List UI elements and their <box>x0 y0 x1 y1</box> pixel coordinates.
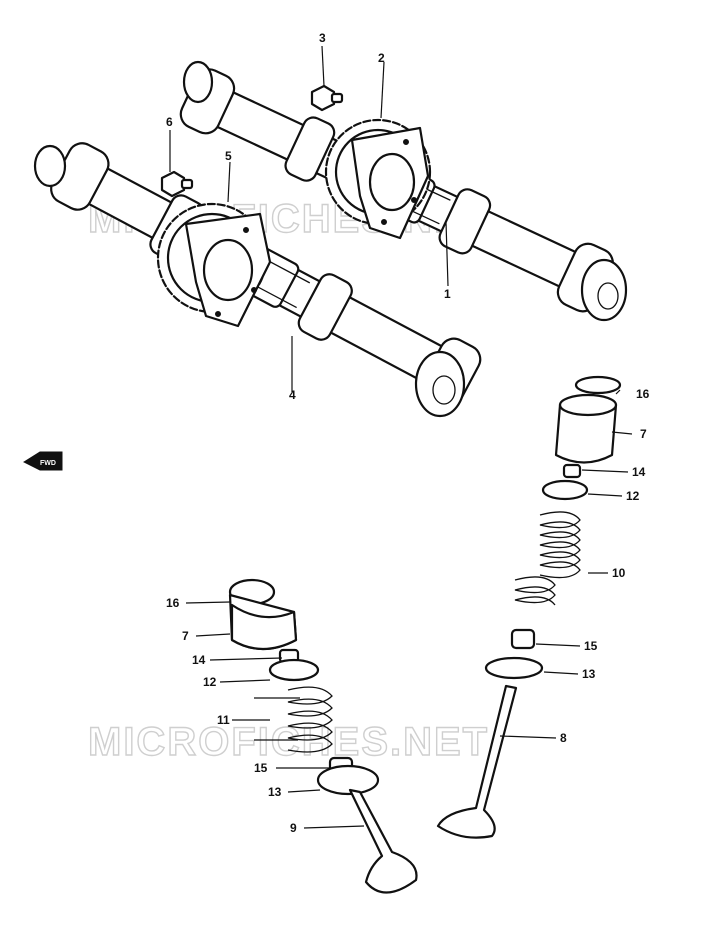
callout-10: 10 <box>612 566 626 580</box>
callout-15-left: 15 <box>254 761 268 775</box>
callout-15-right: 15 <box>584 639 598 653</box>
callout-5: 5 <box>225 149 232 163</box>
callout-13-left: 13 <box>268 785 282 799</box>
callout-16-right: 16 <box>636 387 650 401</box>
callout-7-right: 7 <box>640 427 647 441</box>
sprocket-bolt-lower <box>160 170 194 198</box>
callout-11: 11 <box>217 713 230 727</box>
callout-7-left: 7 <box>182 629 189 643</box>
forward-direction-marker: FWD <box>22 451 63 471</box>
valve-assembly-left <box>228 578 418 894</box>
callout-2: 2 <box>378 51 385 65</box>
callout-12-left: 12 <box>203 675 217 689</box>
callout-14-right: 14 <box>632 465 646 479</box>
callout-13-right: 13 <box>582 667 596 681</box>
callout-6: 6 <box>166 115 173 129</box>
forward-label: FWD <box>40 460 56 467</box>
callout-3: 3 <box>319 31 326 45</box>
callout-labels: 1 2 3 4 5 6 7 7 8 9 10 11 12 12 13 13 14… <box>166 31 650 835</box>
sprocket-bolt-upper <box>310 84 344 112</box>
callout-4: 4 <box>289 388 296 402</box>
callout-12-right: 12 <box>626 489 640 503</box>
cam-sprocket-lower <box>156 202 272 328</box>
cam-sprocket-upper <box>324 118 432 240</box>
callout-8: 8 <box>560 731 567 745</box>
valve-assembly-right <box>436 375 622 839</box>
callout-1: 1 <box>444 287 451 301</box>
callout-16-left: 16 <box>166 596 180 610</box>
leader-lines <box>169 45 633 829</box>
callout-9: 9 <box>290 821 297 835</box>
watermark-bottom: MICROFICHES.NET <box>88 720 489 764</box>
callout-14-left: 14 <box>192 653 206 667</box>
